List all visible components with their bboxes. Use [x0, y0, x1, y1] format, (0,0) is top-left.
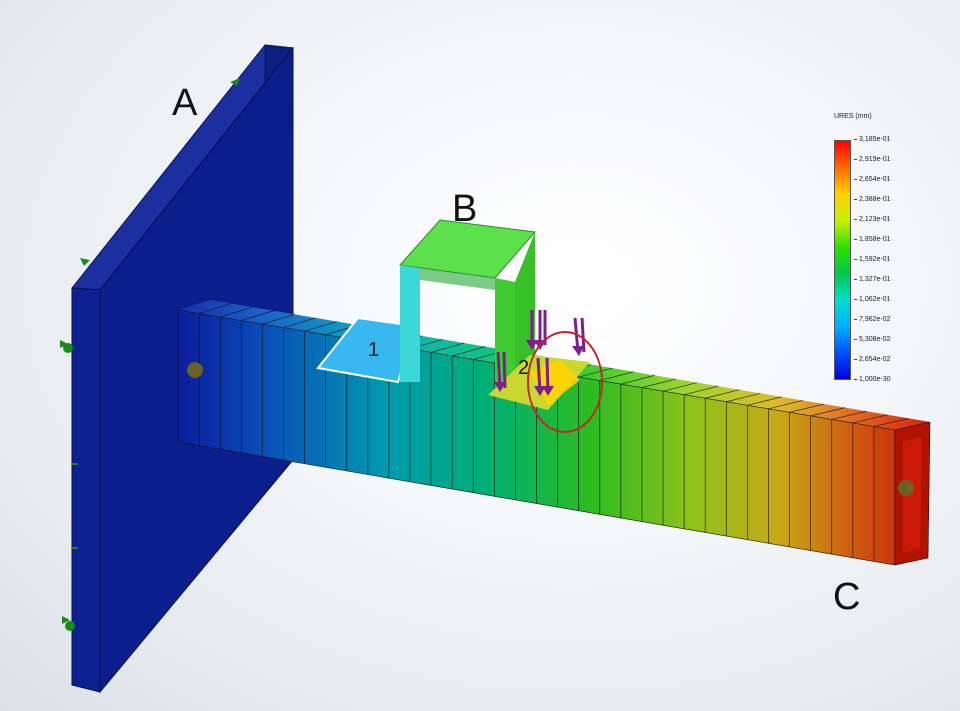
beam-segment-line [220, 306, 253, 318]
beam[interactable] [177, 300, 931, 566]
bolt-hole-left [187, 362, 203, 378]
legend-tick-label: 2,123e-01 [854, 216, 891, 224]
legend-tick-label: 2,654e-02 [854, 356, 891, 364]
legend-tick-label: 5,308e-02 [854, 336, 891, 344]
beam-segment-line [747, 396, 782, 406]
legend-tick-label: 2,388e-01 [854, 196, 891, 204]
label-point-2: 2 [518, 357, 530, 379]
legend-tick-label: 1,000e-30 [854, 376, 891, 384]
color-legend: URES (mm) 3,185e-01 2,919e-01 2,654e-01 2,3… [834, 113, 924, 385]
label-part-c: C [833, 576, 861, 618]
legend-tick-label: 7,962e-02 [854, 316, 891, 324]
beam-segment-line [262, 314, 295, 325]
beam-segment-line [452, 346, 486, 357]
beam-segment-line [768, 400, 804, 410]
legend-tick-label: 1,062e-01 [854, 296, 891, 304]
label-part-b: B [452, 188, 478, 230]
beam-segment-line [241, 310, 274, 321]
legend-color-bar [834, 140, 851, 380]
beam-segment-line [620, 375, 655, 385]
label-part-a: A [172, 82, 198, 124]
beam-segment-line [684, 385, 719, 396]
beam-segment-line [662, 382, 698, 392]
beam-segment-line [705, 389, 740, 399]
beam-segment-line [831, 410, 867, 420]
beam-segment-line [198, 303, 232, 314]
legend-title: URES (mm) [834, 113, 872, 120]
legend-tick-label: 1,858e-01 [854, 236, 891, 244]
fixture-markers [60, 78, 240, 631]
legend-tick-label: 1,327e-01 [854, 276, 891, 284]
beam-segment-line [726, 392, 761, 403]
beam-segment-line [430, 342, 465, 353]
legend-tick-label: 2,654e-01 [854, 176, 891, 184]
legend-tick-label: 2,919e-01 [854, 156, 891, 164]
legend-tick-label: 1,592e-01 [854, 256, 891, 264]
beam-segment-line [852, 414, 888, 424]
bolt-hole-right [898, 480, 914, 496]
highlight-circle [527, 331, 603, 433]
beam-segment-line [304, 321, 338, 332]
label-point-1: 1 [368, 339, 380, 361]
beam-segment-line [578, 367, 613, 378]
beam-segment-line [789, 403, 825, 413]
legend-tick-label: 3,185e-01 [854, 136, 891, 144]
beam-segment-line [873, 418, 909, 427]
beam-segment-line [283, 317, 316, 328]
beam-segment-line [599, 371, 634, 381]
beam-segment-line [810, 407, 846, 417]
beam-segment-line [641, 378, 676, 388]
